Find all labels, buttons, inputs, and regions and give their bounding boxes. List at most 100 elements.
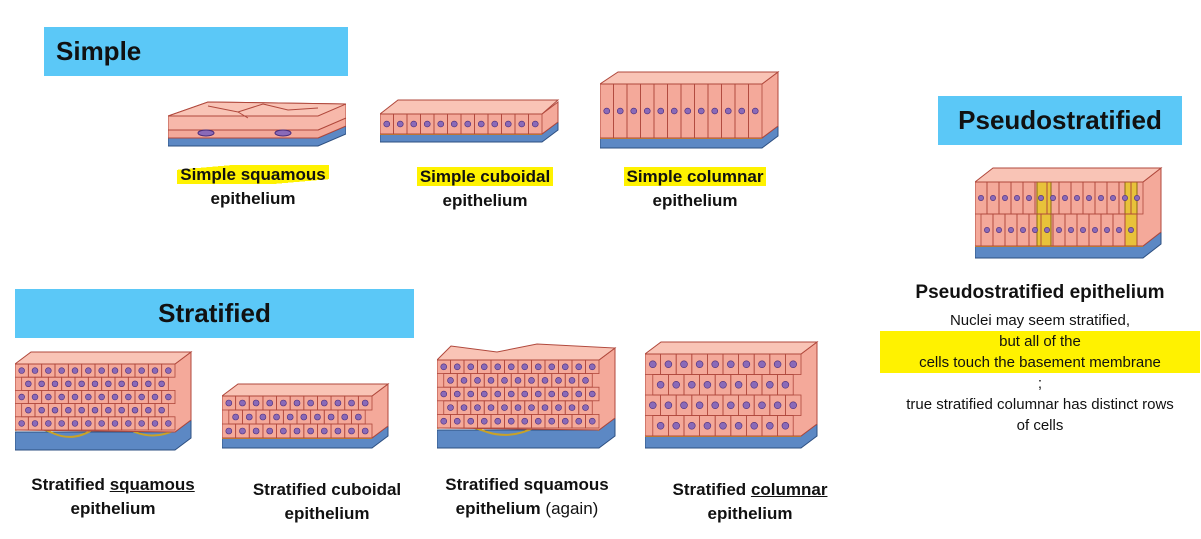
stratified-squamous-word1: Stratified [31,475,105,494]
nucleus-icon [528,404,535,411]
nucleus-icon [1014,195,1020,201]
nucleus-icon [1044,227,1050,233]
nucleus-icon [437,120,445,128]
nucleus-icon [1020,227,1026,233]
simple-columnar-caption: Simple columnar epithelium [590,165,800,213]
nucleus-icon [327,413,335,421]
nucleus-icon [1032,227,1038,233]
nucleus-icon [758,401,766,409]
nucleus-icon [98,393,105,401]
nucleus-icon [78,406,85,414]
nucleus-icon [440,390,448,398]
stratified-section-title: Stratified [15,289,414,338]
nucleus-icon [688,422,696,430]
nucleus-icon [165,367,172,374]
nucleus-icon [984,227,990,233]
nucleus-icon [603,107,611,115]
nucleus-icon [460,404,468,411]
nucleus-icon [125,420,132,427]
nucleus-icon [1104,227,1110,233]
nucleus-icon [131,406,139,414]
nucleus-icon [158,380,165,388]
nucleus-icon [1050,195,1056,201]
nucleus-icon [355,413,362,421]
nucleus-icon [1080,227,1086,233]
nucleus-icon [25,380,32,388]
nucleus-icon [266,399,274,407]
nucleus-icon [320,399,328,407]
nucleus-icon [138,393,145,401]
nucleus-icon [575,363,583,371]
nucleus-icon [1098,195,1104,201]
nucleus-icon [65,380,72,388]
nucleus-icon [1074,195,1080,201]
nucleus-icon [494,417,502,425]
nucleus-icon [85,367,92,374]
nucleus-icon [1128,227,1134,233]
nucleus-icon [734,381,743,389]
nucleus-icon [616,107,624,115]
nucleus-icon [711,107,719,115]
nucleus-icon [528,377,535,384]
pseudo-cell [1124,213,1138,247]
note-part-d: ; [1037,375,1043,392]
nucleus-icon [664,360,673,368]
nucleus-icon [588,417,596,425]
nucleus-icon [518,120,526,128]
nucleus-icon [656,381,665,389]
nucleus-icon [781,422,790,430]
nucleus-icon [31,367,39,374]
nucleus-icon [541,377,549,384]
nucleus-icon [252,427,260,435]
nucleus-icon [31,420,39,427]
nucleus-icon [361,399,369,407]
nucleus-icon [1062,195,1068,201]
nucleus-icon [487,404,495,411]
nucleus-icon [734,422,743,430]
nucleus-icon [561,417,569,425]
nucleus-icon [450,120,458,128]
nucleus-icon [58,393,65,401]
note-part-f: of cells [1016,417,1064,434]
note-part-c: cells touch the basement membrane [880,352,1200,373]
nucleus-icon [494,363,502,371]
nucleus-icon [151,393,159,401]
nucleus-icon [688,381,696,389]
nucleus-icon [1122,195,1128,201]
nucleus-icon [711,401,719,409]
nucleus-icon [453,417,461,425]
nucleus-icon [548,363,556,371]
nucleus-icon [588,363,596,371]
nucleus-icon [555,377,562,384]
nucleus-icon [334,427,342,435]
nucleus-icon [494,390,502,398]
nucleus-icon [85,393,92,401]
nucleus-icon [71,367,79,374]
nucleus-icon [582,404,589,411]
simple-cuboidal-label-line2: epithelium [442,191,528,210]
nucleus-icon [501,404,508,411]
nucleus-icon [561,390,569,398]
cuboidal-cell [528,113,543,135]
nucleus-icon [361,427,369,435]
note-part-a: Nuclei may seem stratified, [949,312,1131,329]
nucleus-icon [751,107,759,115]
nucleus-icon [990,195,996,201]
nucleus-icon [131,380,139,388]
cuboidal-cell [357,423,373,439]
nucleus-icon [789,360,797,368]
simple-cuboidal-label: Simple cuboidal [416,167,554,186]
nucleus-icon [766,422,774,430]
stratified-squamous-word2: squamous [109,475,195,494]
simple-columnar-label-line2: epithelium [652,191,738,210]
nucleus-icon [630,107,638,115]
squamous-cell [161,416,176,431]
nucleus-icon [307,399,314,407]
nucleus-icon [588,390,596,398]
simple-squamous-label: Simple squamous [177,165,329,184]
columnar-cell [777,415,794,437]
nucleus-icon [1116,227,1122,233]
nucleus-icon [534,417,542,425]
stratified-columnar-label-line2: epithelium [707,504,793,523]
stratified-cuboidal-caption: Stratified cuboidal epithelium [222,478,432,526]
